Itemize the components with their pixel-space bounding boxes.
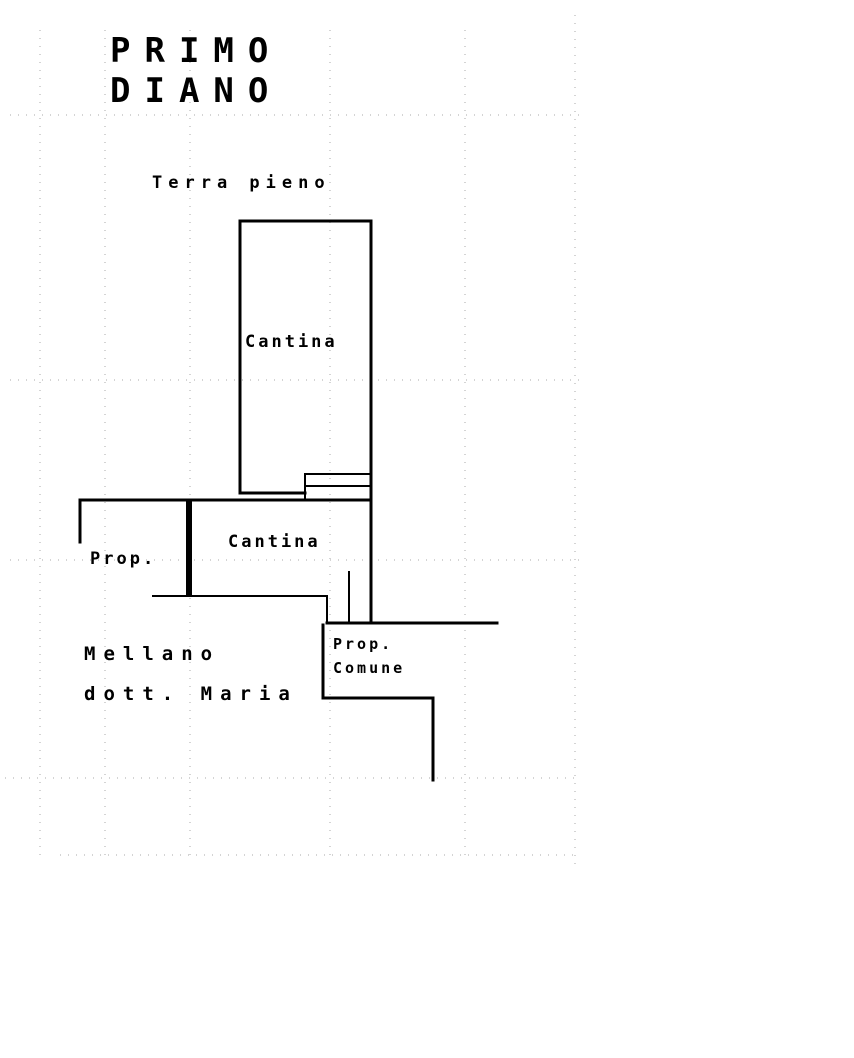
owner-name-line-2: dott. Maria xyxy=(84,683,298,705)
background-grid xyxy=(5,15,580,870)
terrapieno-label: Terra pieno xyxy=(152,173,331,193)
stair-steps xyxy=(304,473,372,501)
owner-name-line-1: Mellano xyxy=(84,643,221,665)
cantina-upper-walls xyxy=(238,219,373,500)
cantina-upper-label: Cantina xyxy=(245,332,338,352)
prop-comune-label-2: Comune xyxy=(333,659,406,677)
cantina-lower-label: Cantina xyxy=(228,532,321,552)
prop-comune-label-1: Prop. xyxy=(333,635,394,653)
title-line-1: PRIMO xyxy=(110,31,283,71)
prop-comune-walls xyxy=(321,623,435,782)
title-line-2: DIANO xyxy=(110,71,283,111)
walls xyxy=(78,219,499,782)
prop-left-label: Prop. xyxy=(90,549,157,569)
